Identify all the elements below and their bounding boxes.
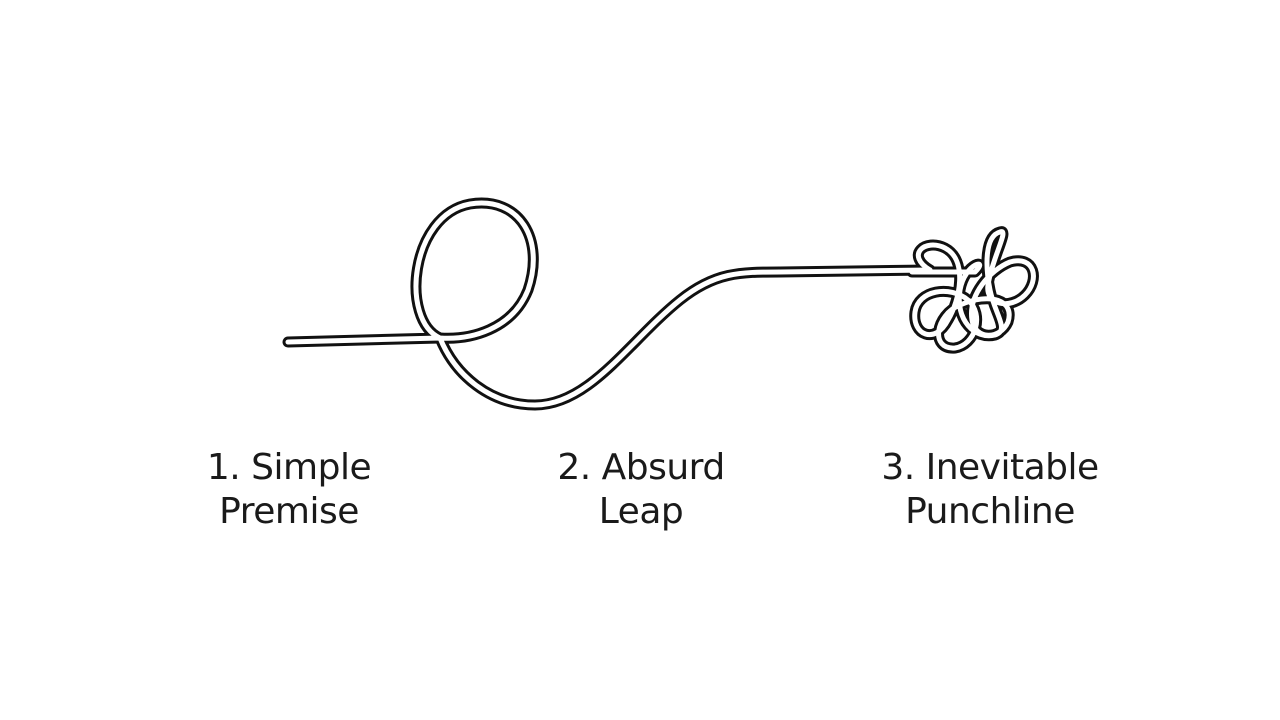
step-label-inevitable-punchline: 3. Inevitable Punchline <box>860 446 1120 534</box>
step-label-line: 3. Inevitable <box>881 447 1099 488</box>
step-label-simple-premise: 1. Simple Premise <box>159 446 419 534</box>
step-label-line: 1. Simple <box>206 447 372 488</box>
step-label-absurd-leap: 2. Absurd Leap <box>511 446 771 534</box>
rope-outline <box>288 203 1033 405</box>
step-label-line: 2. Absurd <box>557 447 725 488</box>
step-label-line: Leap <box>598 491 684 532</box>
step-label-line: Premise <box>219 491 359 532</box>
step-label-line: Punchline <box>905 491 1075 532</box>
